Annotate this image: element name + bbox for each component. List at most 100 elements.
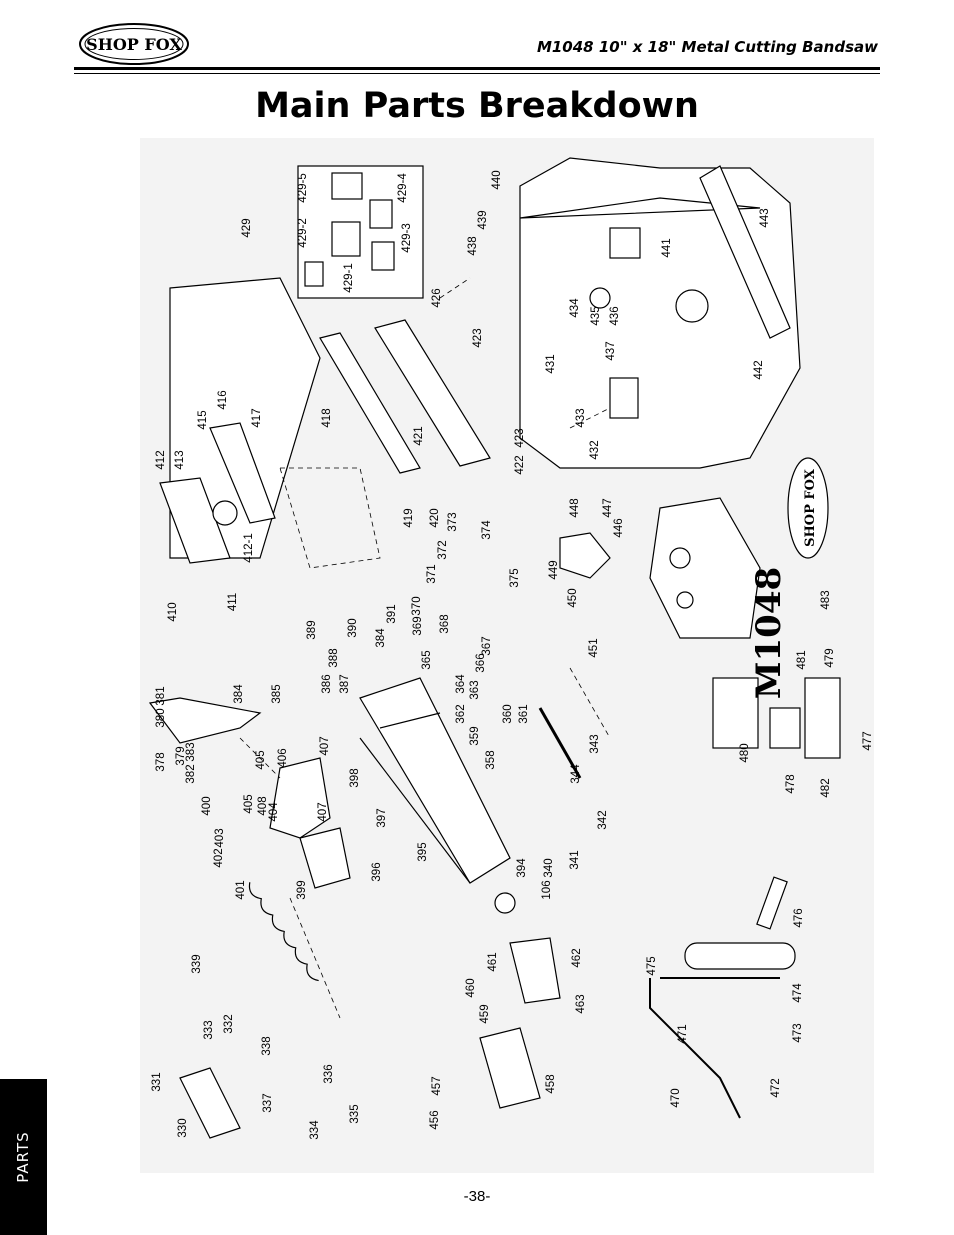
part-label: 450 bbox=[567, 588, 579, 607]
part-label: 480 bbox=[739, 743, 751, 762]
part-label: 340 bbox=[543, 858, 555, 877]
part-label: 380 bbox=[155, 708, 167, 727]
brand-badge-text: SHOP FOX bbox=[803, 468, 818, 547]
part-label: 402 bbox=[213, 848, 225, 867]
part-label: 451 bbox=[588, 638, 600, 657]
part-label: 474 bbox=[792, 983, 804, 1003]
part-label: 438 bbox=[467, 236, 479, 255]
svg-text:SHOP FOX: SHOP FOX bbox=[86, 35, 182, 54]
part-label: 458 bbox=[545, 1074, 557, 1093]
header-rule-thin bbox=[74, 73, 880, 74]
part-label: 403 bbox=[214, 828, 226, 847]
part-label: 406 bbox=[277, 748, 289, 767]
part-label: 429-3 bbox=[401, 223, 413, 252]
part-label: 446 bbox=[613, 518, 625, 537]
part-label: 390 bbox=[347, 618, 359, 637]
part-label: 399 bbox=[296, 880, 308, 899]
part-label: 382 bbox=[185, 764, 197, 783]
part-label: 387 bbox=[339, 674, 351, 693]
part-label: 374 bbox=[481, 520, 493, 540]
part-label: 439 bbox=[477, 210, 489, 229]
part-label: 338 bbox=[261, 1036, 273, 1055]
part-label: 441 bbox=[661, 238, 673, 257]
part-label: 369 bbox=[412, 616, 424, 635]
part-label: 429-1 bbox=[343, 263, 355, 292]
part-label: 435 bbox=[590, 306, 602, 325]
part-label: 372 bbox=[437, 540, 449, 559]
part-label: 479 bbox=[824, 648, 836, 667]
part-label: 358 bbox=[485, 750, 497, 769]
part-label: 373 bbox=[447, 512, 459, 531]
header-rule bbox=[74, 67, 880, 70]
part-label: 404 bbox=[268, 802, 280, 822]
part-label: 381 bbox=[155, 686, 167, 705]
part-label: 460 bbox=[465, 978, 477, 997]
part-label: 407 bbox=[319, 736, 331, 755]
part-label: 419 bbox=[403, 508, 415, 527]
document-title: M1048 10" x 18" Metal Cutting Bandsaw bbox=[536, 38, 878, 56]
part-label: 341 bbox=[569, 850, 581, 869]
section-tab-label: PARTS bbox=[14, 1131, 32, 1183]
part-label: 437 bbox=[605, 341, 617, 360]
part-label: 463 bbox=[575, 994, 587, 1013]
part-label: 391 bbox=[386, 604, 398, 623]
part-label: 476 bbox=[793, 908, 805, 927]
part-label: 408 bbox=[257, 796, 269, 815]
part-label: 483 bbox=[820, 590, 832, 609]
part-label: 363 bbox=[469, 680, 481, 699]
part-label: 398 bbox=[349, 768, 361, 787]
part-label: 432 bbox=[589, 440, 601, 459]
part-label: 418 bbox=[321, 408, 333, 427]
part-label: 412-1 bbox=[243, 533, 255, 562]
part-label: 343 bbox=[589, 734, 601, 753]
part-label: 422 bbox=[514, 455, 526, 474]
part-label: 472 bbox=[770, 1078, 782, 1097]
part-label: 429-2 bbox=[297, 218, 309, 247]
model-label-text: M1048 bbox=[749, 567, 789, 699]
part-label: 457 bbox=[431, 1076, 443, 1095]
part-label: 413 bbox=[174, 450, 186, 469]
part-label: 385 bbox=[271, 684, 283, 703]
part-label: 412 bbox=[155, 450, 167, 469]
part-label: 339 bbox=[191, 954, 203, 973]
part-label: 448 bbox=[569, 498, 581, 517]
part-label: 331 bbox=[151, 1072, 163, 1091]
part-label: 411 bbox=[227, 593, 239, 611]
part-label: 456 bbox=[429, 1110, 441, 1129]
part-label: 447 bbox=[602, 498, 614, 517]
part-label: 379 bbox=[175, 746, 187, 765]
page-title: Main Parts Breakdown bbox=[255, 86, 699, 126]
exploded-view-drawing bbox=[148, 157, 841, 1139]
part-label: 423 bbox=[472, 328, 484, 347]
part-label: 420 bbox=[429, 508, 441, 527]
part-label: 400 bbox=[201, 796, 213, 815]
part-label: 388 bbox=[328, 648, 340, 667]
part-label: 368 bbox=[439, 614, 451, 633]
part-label: 365 bbox=[421, 650, 433, 669]
part-label: 405 bbox=[255, 750, 267, 769]
part-label: 367 bbox=[481, 636, 493, 655]
part-label: 473 bbox=[792, 1023, 804, 1042]
part-label: 106 bbox=[541, 880, 553, 899]
part-label: 364 bbox=[455, 674, 467, 694]
part-label: 384 bbox=[233, 684, 245, 704]
part-label: 429 bbox=[241, 218, 253, 237]
part-label: 337 bbox=[262, 1093, 274, 1112]
part-label: 429-5 bbox=[297, 173, 309, 202]
part-label: 442 bbox=[753, 360, 765, 379]
part-label: 478 bbox=[785, 774, 797, 793]
part-label: 394 bbox=[516, 858, 528, 878]
part-label: 342 bbox=[597, 810, 609, 829]
part-label: 431 bbox=[545, 354, 557, 373]
part-label: 389 bbox=[306, 620, 318, 639]
part-label: 481 bbox=[796, 650, 808, 669]
part-label: 344 bbox=[570, 764, 582, 784]
part-label: 396 bbox=[371, 862, 383, 881]
part-label: 471 bbox=[677, 1024, 689, 1043]
part-label: 407 bbox=[317, 802, 329, 821]
part-label: 333 bbox=[203, 1020, 215, 1039]
part-label: 415 bbox=[197, 410, 209, 429]
part-label: 434 bbox=[569, 298, 581, 318]
